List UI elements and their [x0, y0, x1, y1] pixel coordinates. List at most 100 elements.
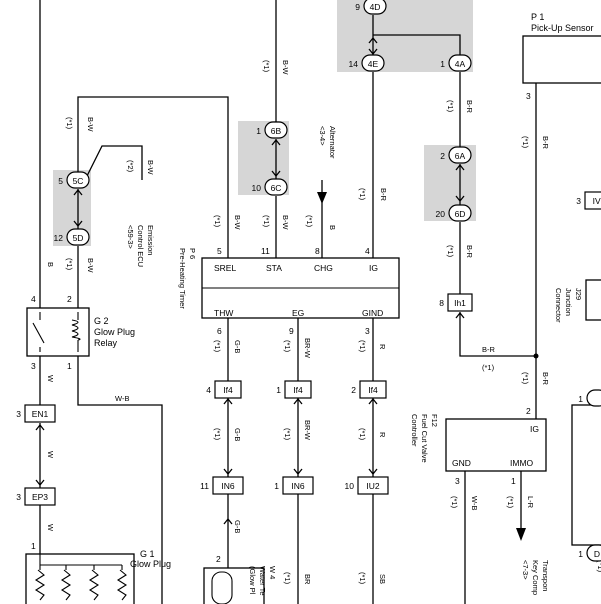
glow-plug-name: Glow Plug	[130, 559, 171, 569]
connector-if4-a: If4 4	[206, 380, 242, 399]
svg-text:(*1): (*1)	[450, 496, 459, 509]
svg-text:If4: If4	[223, 385, 233, 395]
svg-text:IV3: IV3	[593, 196, 601, 206]
connector-iv3: IV3 3	[576, 191, 601, 210]
svg-text:W-B: W-B	[115, 394, 129, 403]
svg-text:EP3: EP3	[32, 492, 48, 502]
timer-pin-11: 11	[261, 246, 270, 256]
svg-text:B: B	[328, 225, 337, 230]
svg-text:(*1): (*1)	[65, 117, 74, 130]
connector-6a: 6A 2	[440, 146, 472, 164]
connector-iu2: IU2 10	[345, 476, 389, 495]
svg-text:B-R: B-R	[482, 345, 496, 354]
relay-switch	[32, 312, 45, 352]
svg-text:G-B: G-B	[233, 340, 242, 353]
svg-text:B-R: B-R	[465, 100, 474, 114]
svg-text:B-R: B-R	[541, 372, 550, 386]
svg-text:1: 1	[440, 59, 445, 69]
svg-text:2: 2	[440, 151, 445, 161]
svg-text:D: D	[594, 549, 600, 559]
glow-plug-relay-box	[26, 307, 90, 357]
svg-text:Control ECU: Control ECU	[136, 225, 145, 267]
timer-pin-3: 3	[365, 326, 370, 336]
svg-text:(*1): (*1)	[283, 428, 292, 441]
relay-coil	[71, 312, 81, 352]
svg-text:Key Comp: Key Comp	[531, 560, 540, 595]
fuel-cut-line2: Controller	[410, 414, 419, 447]
wire-relay-wb	[77, 356, 163, 604]
svg-text:6A: 6A	[455, 151, 466, 161]
svg-text:1: 1	[276, 385, 281, 395]
svg-text:W: W	[46, 451, 55, 459]
svg-text:BR: BR	[303, 574, 312, 585]
svg-text:(*1): (*1)	[358, 340, 367, 353]
glow-plug-id: G 1	[140, 549, 155, 559]
svg-text:(*1): (*1)	[358, 428, 367, 441]
relay-line1: Glow Plug	[94, 327, 135, 337]
glow-plug-pin: 1	[31, 541, 36, 551]
transponder-arrow	[516, 528, 526, 541]
relay-pin-1: 1	[67, 361, 72, 371]
svg-text:R: R	[378, 344, 387, 350]
pickup-name: Pick-Up Sensor	[531, 23, 594, 33]
svg-text:W-B: W-B	[470, 496, 479, 510]
svg-text:Alternator: Alternator	[328, 126, 337, 159]
wire-4d-4a	[373, 34, 461, 55]
svg-text:(*2): (*2)	[126, 160, 135, 173]
svg-text:B: B	[46, 262, 55, 267]
pickup-pin: 3	[526, 91, 531, 101]
svg-text:10: 10	[345, 481, 355, 491]
svg-text:(*1): (*1)	[65, 258, 74, 271]
junction-id: J29	[574, 288, 583, 300]
svg-text:IN6: IN6	[291, 481, 305, 491]
svg-text:(*1): (*1)	[446, 245, 455, 258]
svg-text:R: R	[378, 432, 387, 438]
svg-text:L-R: L-R	[526, 496, 535, 509]
svg-text:B-W: B-W	[281, 215, 290, 231]
connector-4a: 4A 1	[440, 54, 472, 72]
wire-ih1-junction	[459, 312, 536, 357]
svg-text:B-W: B-W	[233, 215, 242, 231]
svg-text:12: 12	[54, 233, 64, 243]
svg-text:(*1): (*1)	[283, 340, 292, 353]
connector-if4-b: If4 1	[276, 380, 312, 399]
svg-text:14: 14	[349, 59, 359, 69]
svg-text:G-B: G-B	[233, 428, 242, 441]
timer-id: P 6	[188, 248, 197, 259]
water-temp-id: W 4	[268, 566, 277, 579]
svg-text:(*1): (*1)	[262, 215, 271, 228]
svg-text:IN6: IN6	[221, 481, 235, 491]
svg-text:(*1): (*1)	[213, 428, 222, 441]
wire-srel	[77, 96, 229, 258]
svg-text:If4: If4	[368, 385, 378, 395]
timer-gind: GIND	[362, 308, 383, 318]
junction-line2: Connector	[554, 288, 563, 323]
water-temp-box	[203, 567, 265, 604]
svg-text:Emission: Emission	[146, 225, 155, 255]
svg-text:EN1: EN1	[32, 409, 49, 419]
svg-text:(*1): (*1)	[213, 340, 222, 353]
svg-text:(*1): (*1)	[521, 136, 530, 149]
svg-text:(*1): (*1)	[283, 572, 292, 585]
connector-ep3: EP3 3	[16, 487, 56, 506]
timer-chg: CHG	[314, 263, 333, 273]
svg-text:4A: 4A	[455, 59, 466, 69]
wire-color-labels: B-W (*1) B-W (*1) B-W (*2) Emission Cont…	[46, 60, 601, 595]
svg-text:2: 2	[351, 385, 356, 395]
timer-eg: EG	[292, 308, 304, 318]
svg-text:6D: 6D	[455, 209, 466, 219]
svg-text:B-R: B-R	[379, 188, 388, 202]
svg-text:B-R: B-R	[465, 245, 474, 259]
svg-text:(*1): (*1)	[305, 215, 314, 228]
svg-text:(*1): (*1)	[262, 60, 271, 73]
j29-box	[585, 279, 601, 321]
svg-text:G-B: G-B	[233, 520, 242, 533]
double-arrow-icons	[35, 36, 465, 525]
timer-pin-6: 6	[217, 326, 222, 336]
fuel-cut-line1: Fuel Cut Valve	[420, 414, 429, 463]
relay-id: G 2	[94, 316, 109, 326]
connector-in6-a: IN6 11	[200, 476, 244, 495]
svg-text:<3-4>: <3-4>	[318, 126, 327, 146]
svg-text:6C: 6C	[271, 183, 282, 193]
